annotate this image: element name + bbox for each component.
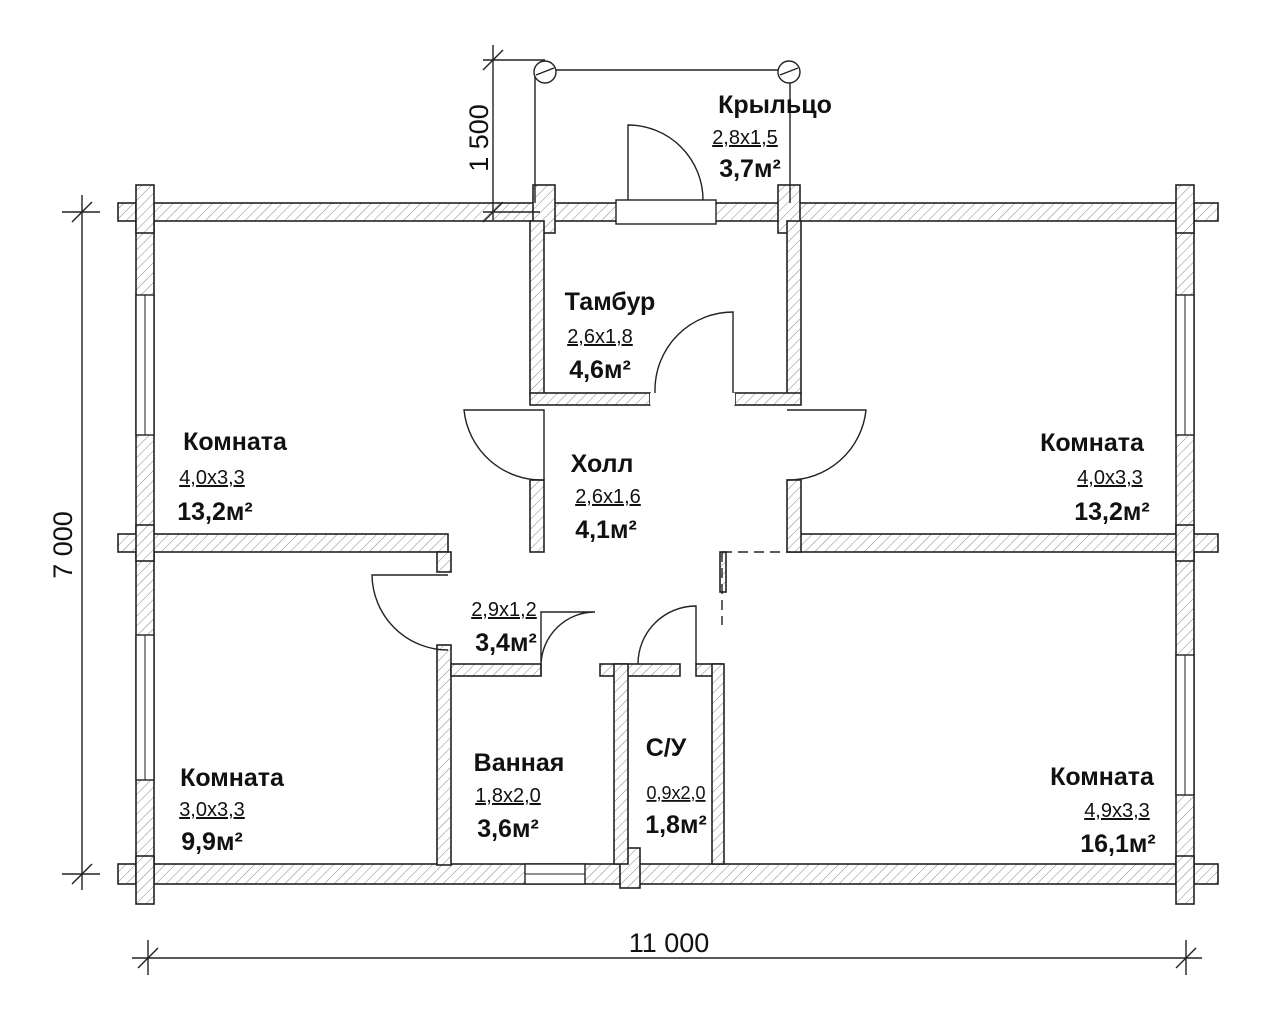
- porch: [533, 60, 801, 203]
- room-dims-hall: 2,6x1,6: [575, 486, 641, 508]
- room-area-top-right: 13,2м²: [1074, 498, 1149, 526]
- room-area-porch: 3,7м²: [719, 155, 781, 183]
- room-area-tambur: 4,6м²: [569, 356, 631, 384]
- room-dims-bottom-right: 4,9x3,3: [1084, 800, 1150, 822]
- room-dims-tambur: 2,6x1,8: [567, 326, 633, 348]
- room-name-top-right: Комната: [1040, 429, 1145, 457]
- overall-height-label: 7 000: [48, 511, 78, 579]
- porch-depth-label: 1 500: [464, 104, 494, 172]
- overall-width-label: 11 000: [629, 928, 710, 958]
- room-area-top-left: 13,2м²: [177, 498, 252, 526]
- room-dims-top-right: 4,0x3,3: [1077, 467, 1143, 489]
- room-dims-corridor: 2,9x1,2: [471, 599, 537, 621]
- room-area-corridor: 3,4м²: [475, 629, 537, 657]
- windows: [135, 294, 1195, 885]
- room-dims-bottom-left: 3,0x3,3: [179, 799, 245, 821]
- room-area-bottom-right: 16,1м²: [1080, 830, 1155, 858]
- room-dims-porch: 2,8x1,5: [712, 127, 778, 149]
- room-area-bottom-left: 9,9м²: [181, 828, 243, 856]
- room-dims-bath: 1,8x2,0: [475, 785, 541, 807]
- room-name-tambur: Тамбур: [565, 288, 656, 316]
- dimension-lines: [62, 45, 1202, 975]
- room-name-top-left: Комната: [183, 428, 288, 456]
- room-dims-wc: 0,9x2,0: [646, 783, 705, 803]
- room-dims-top-left: 4,0x3,3: [179, 467, 245, 489]
- room-name-porch: Крыльцо: [718, 91, 832, 119]
- room-name-wc: С/У: [646, 734, 687, 762]
- room-name-bath: Ванная: [474, 749, 565, 777]
- room-area-hall: 4,1м²: [575, 516, 637, 544]
- room-area-bath: 3,6м²: [477, 815, 539, 843]
- doors: [371, 124, 867, 676]
- room-name-bottom-left: Комната: [180, 764, 285, 792]
- room-name-hall: Холл: [571, 450, 634, 478]
- room-area-wc: 1,8м²: [645, 811, 707, 839]
- room-name-bottom-right: Комната: [1050, 763, 1155, 791]
